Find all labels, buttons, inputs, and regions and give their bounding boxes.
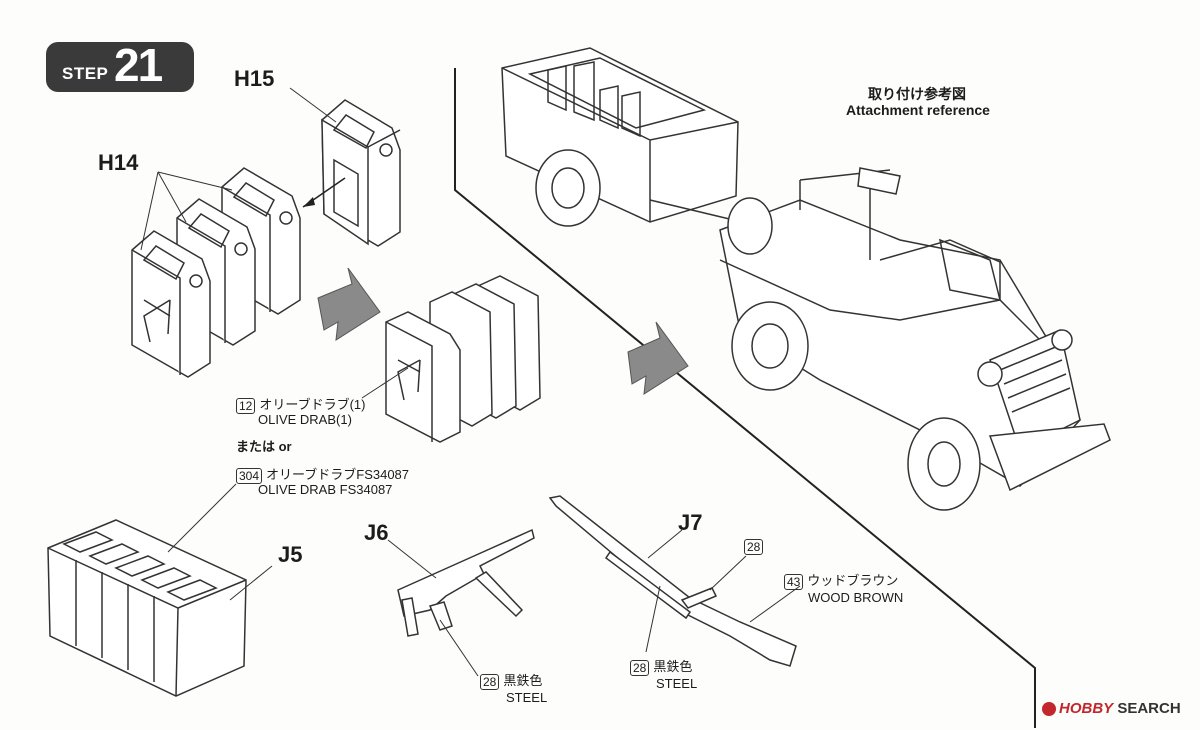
attachment-title-en: Attachment reference <box>846 102 990 118</box>
part-label-j5: J5 <box>278 542 303 567</box>
jerry-can-h15 <box>321 99 401 247</box>
color-name-jp: オリーブドラブFS34087 <box>266 467 410 482</box>
divider-line <box>454 68 1036 728</box>
color-code-box: 28 <box>744 538 764 555</box>
jeep <box>719 167 1111 511</box>
step-badge: STEP 21 <box>46 39 194 92</box>
part-label-j7: J7 <box>678 510 703 535</box>
color-code-box: 28 <box>480 673 500 690</box>
color-name-jp: 黒鉄色 <box>653 659 693 674</box>
color-name-en-steel-j7: STEEL <box>656 676 698 691</box>
watermark-search: SEARCH <box>1117 700 1181 717</box>
watermark: HOBBY SEARCH <box>1042 700 1181 717</box>
color-code-box: 12 <box>236 397 256 414</box>
step-word: STEP <box>62 64 109 83</box>
h14-leader-lines <box>140 171 233 251</box>
part-label-j6: J6 <box>364 520 389 545</box>
direction-arrow-1 <box>317 267 381 341</box>
part-label-h14: H14 <box>98 150 139 175</box>
color-code-box: 43 <box>784 573 804 590</box>
brand-logo-icon <box>1042 702 1056 717</box>
color-callout-steel-j7-top: 28 <box>744 538 767 555</box>
submachine-gun-j6 <box>397 528 535 637</box>
watermark-brand: HOBBY <box>1059 700 1114 717</box>
or-text: または or <box>236 439 292 454</box>
color-name-en-wood-brown: WOOD BROWN <box>808 590 904 605</box>
color-name-en-olive-drab-fs: OLIVE DRAB FS34087 <box>258 482 393 497</box>
part-label-h15: H15 <box>234 66 275 91</box>
assembled-jerry-cans <box>385 275 541 443</box>
trailer <box>501 47 743 227</box>
color-name-en-steel-j6: STEEL <box>506 690 548 705</box>
direction-arrow-2 <box>627 321 689 395</box>
color-name-jp: ウッドブラウン <box>807 573 899 588</box>
attachment-title-jp: 取り付け参考図 <box>868 86 966 102</box>
rifle-j7 <box>548 495 797 667</box>
color-name-jp: 黒鉄色 <box>503 673 543 688</box>
color-code-box: 304 <box>236 467 263 484</box>
color-code-box: 28 <box>630 659 650 676</box>
jerry-can-h14-front <box>131 230 211 378</box>
color-name-jp: オリーブドラブ(1) <box>259 397 366 412</box>
step-number: 21 <box>114 39 163 91</box>
color-name-en-olive-drab: OLIVE DRAB(1) <box>258 412 352 427</box>
ammo-boxes-j5 <box>47 519 247 697</box>
